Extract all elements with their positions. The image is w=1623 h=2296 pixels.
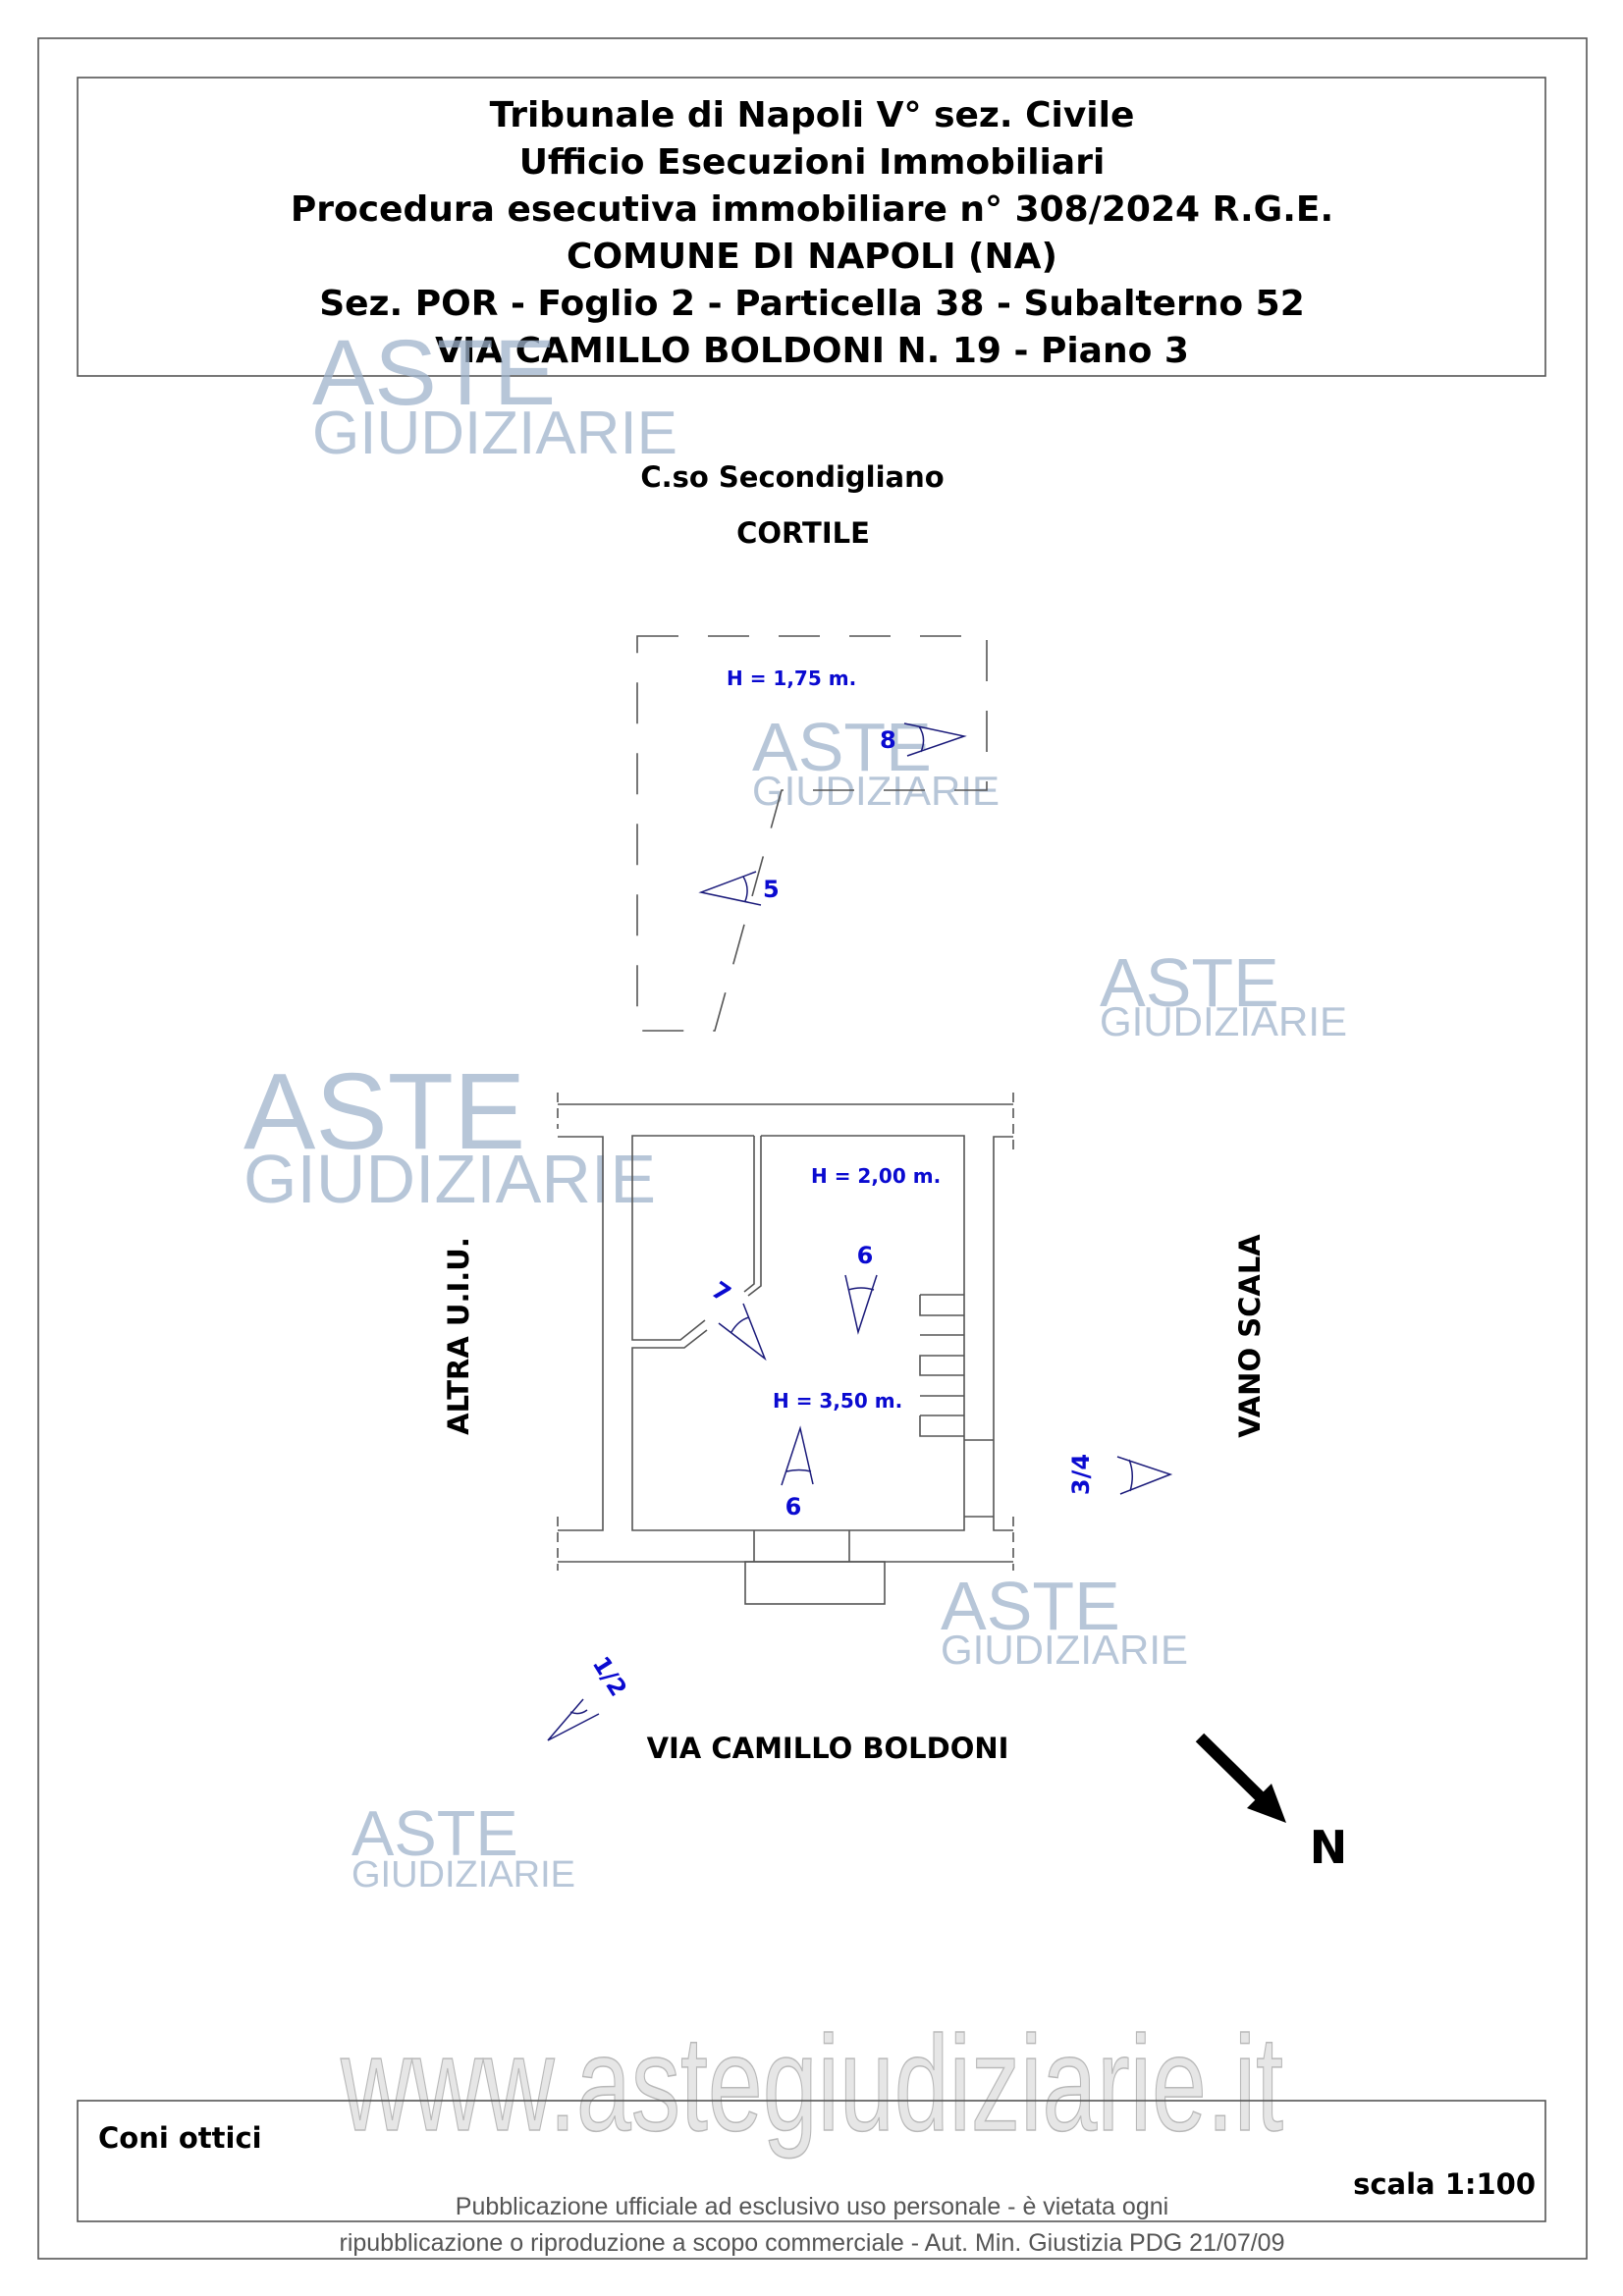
cone-label-1-2: 1/2 <box>587 1651 632 1701</box>
street-top-label: C.so Secondigliano <box>640 460 944 494</box>
height-label-room-lower: H = 3,50 m. <box>773 1389 902 1413</box>
street-bottom-label: VIA CAMILLO BOLDONI <box>647 1732 1009 1765</box>
watermark-aste: ASTE <box>1100 944 1279 1021</box>
watermark-aste: ASTE <box>312 321 556 425</box>
page-border <box>37 37 1588 2260</box>
header-line: COMUNE DI NAPOLI (NA) <box>567 237 1057 277</box>
cone-label-5: 5 <box>763 876 780 903</box>
header-title: Tribunale di Napoli V° sez. Civile Uffic… <box>291 95 1333 371</box>
cone-label-3-4: 3/4 <box>1067 1454 1095 1495</box>
legend-title: Coni ottici <box>98 2121 262 2155</box>
view-cone-icon <box>903 722 967 757</box>
view-cone-icon <box>547 1698 600 1741</box>
cone-label-7: 7 <box>707 1276 736 1308</box>
legend-box <box>77 2100 1546 2222</box>
watermark-giudiziarie: GIUDIZIARIE <box>243 1141 656 1217</box>
publication-notice-line1: Pubblicazione ufficiale ad esclusivo uso… <box>456 2193 1168 2220</box>
view-cone-icon <box>844 1274 878 1335</box>
view-cone-icon <box>1116 1456 1173 1495</box>
watermark-aste: ASTE <box>352 1797 518 1869</box>
view-cone-icon <box>718 1303 767 1362</box>
header-line: VIA CAMILLO BOLDONI N. 19 - Piano 3 <box>435 331 1189 371</box>
scale-label: scala 1:100 <box>1353 2167 1536 2201</box>
view-cone-icon <box>698 871 762 906</box>
header-line: Ufficio Esecuzioni Immobiliari <box>519 142 1106 183</box>
header-box <box>77 77 1546 377</box>
north-label: N <box>1310 1821 1348 1874</box>
publication-notice-line2: ripubblicazione o riproduzione a scopo c… <box>340 2229 1285 2257</box>
height-label-terrace: H = 1,75 m. <box>727 667 856 690</box>
watermark-url: www.astegiudiziarie.it <box>340 2008 1283 2160</box>
watermark-giudiziarie: GIUDIZIARIE <box>312 400 677 467</box>
watermark-aste: ASTE <box>941 1568 1120 1644</box>
watermark-giudiziarie: GIUDIZIARIE <box>352 1854 575 1896</box>
courtyard-label: CORTILE <box>736 516 870 550</box>
header-line: Tribunale di Napoli V° sez. Civile <box>490 95 1135 135</box>
header-line: Procedura esecutiva immobiliare n° 308/2… <box>291 189 1333 230</box>
north-arrow-icon <box>1195 1733 1286 1823</box>
terrace-outline <box>636 635 988 1032</box>
cone-label-6: 6 <box>857 1242 874 1269</box>
apartment-walls <box>557 1093 1014 1605</box>
watermark-aste: ASTE <box>752 709 932 785</box>
stairwell-label: VANO SCALA <box>1233 1234 1267 1438</box>
view-cone-icon <box>781 1425 814 1486</box>
cone-label-6b: 6 <box>785 1493 802 1521</box>
watermark-logo: ASTE GIUDIZIARIE ASTE GIUDIZIARIE ASTE G… <box>243 321 1347 2161</box>
left-neighbour-label: ALTRA U.I.U. <box>442 1237 475 1435</box>
watermark-aste: ASTE <box>243 1051 525 1172</box>
header-line: Sez. POR - Foglio 2 - Particella 38 - Su… <box>319 284 1305 324</box>
height-label-room-upper: H = 2,00 m. <box>811 1164 941 1188</box>
cone-label-8: 8 <box>880 726 896 754</box>
watermark-giudiziarie: GIUDIZIARIE <box>1100 998 1347 1044</box>
watermark-giudiziarie: GIUDIZIARIE <box>941 1627 1188 1673</box>
